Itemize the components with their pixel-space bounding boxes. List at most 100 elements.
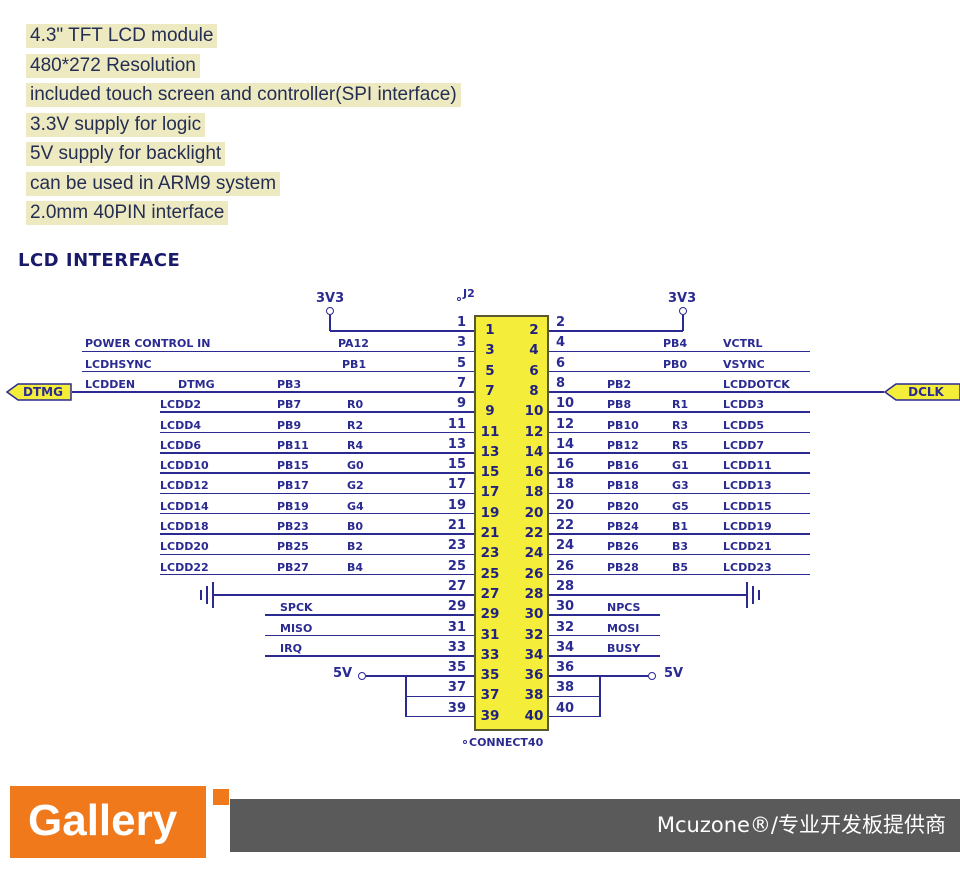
ground-icon bbox=[206, 586, 208, 604]
port-label: PB3 bbox=[277, 377, 302, 391]
bit-label: R4 bbox=[347, 438, 364, 452]
ground-icon bbox=[752, 586, 754, 604]
pin-number: 28 bbox=[556, 578, 575, 594]
pin-number: 35 bbox=[480, 667, 500, 684]
bit-label: R0 bbox=[347, 398, 364, 412]
pin-number: 13 bbox=[480, 443, 500, 460]
pin-number: 40 bbox=[556, 700, 575, 716]
port-label: PB25 bbox=[277, 540, 309, 554]
pin-number: 17 bbox=[447, 477, 466, 493]
pin-number: 18 bbox=[556, 477, 575, 493]
bit-label: R2 bbox=[347, 418, 364, 432]
port-label: PB27 bbox=[277, 560, 309, 574]
wire-left-pin-1 bbox=[330, 330, 474, 332]
port-label: PB16 bbox=[607, 459, 639, 473]
signal-label: LCDD10 bbox=[160, 459, 209, 473]
signal-label: BUSY bbox=[607, 641, 641, 655]
pin-number: 33 bbox=[447, 639, 466, 655]
pin-number: 7 bbox=[456, 375, 466, 391]
pin-number: 15 bbox=[447, 457, 466, 473]
pin-number: 25 bbox=[480, 565, 500, 582]
port-label: PB0 bbox=[663, 357, 688, 371]
bit-label: R1 bbox=[672, 398, 689, 412]
pin-number: 2 bbox=[529, 322, 539, 338]
signal-label: LCDD23 bbox=[723, 560, 772, 574]
wire-right-pin-10 bbox=[549, 411, 810, 413]
pin-number: 24 bbox=[556, 538, 575, 554]
wire-right-pin-8 bbox=[549, 391, 884, 393]
pin-number: 12 bbox=[524, 423, 544, 440]
pin-number: 3 bbox=[456, 335, 466, 351]
pin-number: 5 bbox=[485, 362, 495, 379]
wire-right-pin-28 bbox=[549, 594, 746, 596]
spec-text: can be used in ARM9 system bbox=[26, 171, 281, 196]
pin-number: 20 bbox=[556, 497, 575, 513]
pin-number: 27 bbox=[480, 585, 500, 602]
pin-number: 22 bbox=[556, 518, 575, 533]
pin-number: 8 bbox=[556, 375, 566, 391]
rail-5v-left-label: 5V bbox=[333, 666, 353, 681]
pin-number: 5 bbox=[456, 355, 466, 371]
port-label: PB17 bbox=[277, 479, 309, 493]
wire-right-pin-20 bbox=[549, 512, 810, 515]
pin-number: 9 bbox=[485, 403, 495, 420]
signal-label: LCDDEN bbox=[85, 377, 136, 391]
wire-left-pin-37 bbox=[405, 695, 474, 698]
bit-label: G2 bbox=[347, 479, 364, 493]
pin-number: 37 bbox=[480, 687, 500, 704]
gallery-accent-square bbox=[213, 789, 229, 805]
port-label: PB10 bbox=[607, 418, 639, 432]
rail-3v3-right-label: 3V3 bbox=[668, 291, 697, 306]
pin-number: 26 bbox=[524, 565, 544, 582]
pin-number: 15 bbox=[480, 464, 500, 481]
wire bbox=[329, 315, 331, 331]
ground-icon bbox=[746, 582, 748, 608]
wire-left-pin-29 bbox=[265, 614, 474, 616]
ground-icon bbox=[212, 582, 214, 608]
pin-number: 25 bbox=[447, 558, 466, 574]
pin-number: 36 bbox=[524, 667, 544, 684]
wire-right-pin-2 bbox=[549, 330, 683, 332]
brand-bar: Mcuzone®/专业开发板提供商 bbox=[230, 799, 960, 852]
wire-left-pin-15 bbox=[160, 472, 474, 474]
port-label: PB7 bbox=[277, 398, 302, 412]
wire-right-pin-36 bbox=[549, 675, 648, 677]
bit-label: G0 bbox=[347, 459, 364, 473]
signal-label: LCDD15 bbox=[723, 499, 772, 513]
spec-text: 4.3" TFT LCD module bbox=[26, 24, 218, 48]
wire bbox=[682, 315, 684, 331]
port-label: PB4 bbox=[663, 337, 688, 351]
bit-label: G4 bbox=[347, 499, 364, 513]
wire-right-pin-22 bbox=[549, 533, 810, 535]
wire-left-pin-27 bbox=[214, 594, 474, 596]
pin-number: 40 bbox=[524, 707, 544, 724]
wire-right-pin-34 bbox=[549, 655, 660, 657]
spec-line: 2.0mm 40PIN interface bbox=[26, 201, 461, 231]
bit-label: B0 bbox=[347, 520, 364, 533]
signal-label: LCDD18 bbox=[160, 520, 209, 533]
bit-label: B4 bbox=[347, 560, 364, 574]
pin-number: 8 bbox=[529, 382, 539, 399]
pin-number: 30 bbox=[556, 599, 575, 615]
port-label: PB18 bbox=[607, 479, 639, 493]
spec-line: 3.3V supply for logic bbox=[26, 112, 461, 143]
wire-right-pin-16 bbox=[549, 472, 810, 474]
wire-right-pin-14 bbox=[549, 452, 810, 454]
spec-text: included touch screen and controller(SPI… bbox=[26, 83, 461, 107]
wire-right-pin-30 bbox=[549, 614, 660, 616]
pin-number: 12 bbox=[556, 416, 575, 432]
pin-number: 14 bbox=[524, 443, 544, 460]
ground-icon bbox=[200, 590, 202, 600]
pin-number: 31 bbox=[447, 619, 466, 635]
rail-3v3-right-terminal-icon bbox=[679, 307, 687, 315]
port-label: PB26 bbox=[607, 540, 639, 554]
port-label: PB11 bbox=[277, 438, 309, 452]
pin-number: 7 bbox=[485, 382, 495, 399]
wire-right-pin-6 bbox=[549, 370, 810, 373]
pin-number: 21 bbox=[447, 518, 466, 533]
bit-label: B1 bbox=[672, 520, 689, 533]
pin-number: 36 bbox=[556, 660, 575, 676]
spec-line: 5V supply for backlight bbox=[26, 142, 461, 172]
wire-right-pin-32 bbox=[549, 634, 660, 637]
connector-name: CONNECT40 bbox=[469, 736, 544, 749]
